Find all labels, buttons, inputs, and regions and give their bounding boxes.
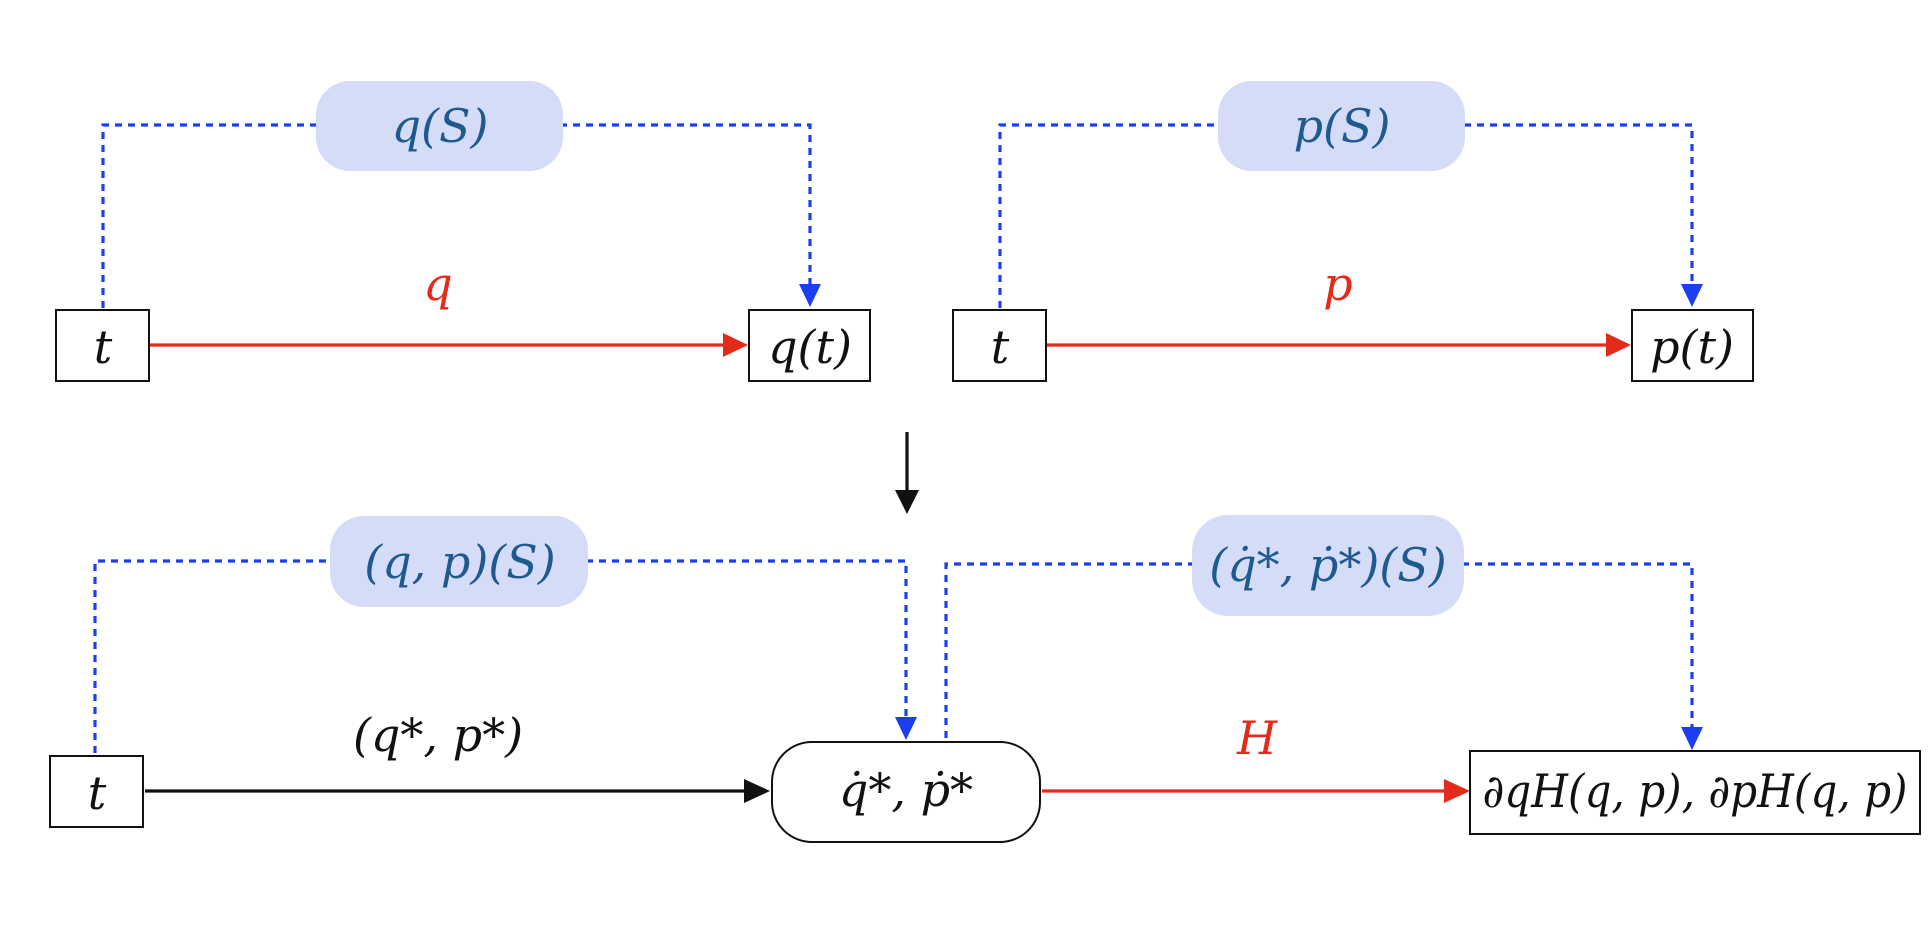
top-left-source-label: t xyxy=(94,320,113,374)
bottom-right-dashed-arrowhead xyxy=(1681,727,1703,750)
top-right-sheaf-pill xyxy=(1218,81,1465,171)
top-left-sheaf-pill xyxy=(316,81,563,171)
top-right-dashed-source-line xyxy=(998,123,1220,308)
top-right-target-box xyxy=(1631,309,1754,382)
top-right-map-arrowhead xyxy=(1606,333,1631,357)
top-left-sheaf-label: q(S) xyxy=(392,99,489,153)
top-left-dashed-source-line xyxy=(101,123,318,308)
top-left-target-box xyxy=(748,309,871,382)
top-left-diagram: q(S) q t q(t) xyxy=(55,81,871,382)
bottom-right-map-label: H xyxy=(1236,711,1278,765)
bottom-source-label: t xyxy=(88,766,107,820)
bottom-right-sheaf-label: (q̇*, ṗ*)(S) xyxy=(1209,538,1446,592)
top-right-diagram: p(S) p t p(t) xyxy=(952,81,1754,382)
bottom-target-box xyxy=(1469,750,1921,835)
bottom-left-sheaf-label: (q, p)(S) xyxy=(364,535,555,589)
top-right-dashed-target-arrow xyxy=(1464,123,1694,284)
bottom-left-dashed-target-arrow xyxy=(586,559,908,717)
bottom-source-box xyxy=(49,755,144,828)
bottom-right-dashed-target-arrow xyxy=(1462,562,1694,727)
transition-arrowhead xyxy=(895,490,919,514)
bottom-right-sheaf-pill xyxy=(1192,515,1464,616)
top-left-dashed-arrowhead xyxy=(799,284,821,307)
bottom-target-label: ∂qH(q, p), ∂pH(q, p) xyxy=(1483,764,1908,818)
top-left-map-label: q xyxy=(423,257,452,311)
top-left-dashed-target-arrow xyxy=(560,123,812,284)
top-right-source-label: t xyxy=(991,320,1010,374)
bottom-left-map-arrowhead xyxy=(744,779,770,803)
bottom-left-dashed-arrowhead xyxy=(895,717,917,740)
top-right-sheaf-label: p(S) xyxy=(1294,99,1391,153)
bottom-right-map-arrowhead xyxy=(1444,779,1470,803)
top-left-map-arrowhead xyxy=(723,333,748,357)
top-right-target-label: p(t) xyxy=(1650,320,1734,374)
bottom-left-dashed-source-line xyxy=(93,559,332,753)
top-left-target-label: q(t) xyxy=(768,320,852,374)
top-right-map-label: p xyxy=(1323,257,1352,311)
top-right-dashed-arrowhead xyxy=(1681,284,1703,307)
bottom-right-dashed-source-line xyxy=(944,562,1194,738)
bottom-diagram: (q, p)(S) (q̇*, ṗ*)(S) (q*, p*) H t q̇*,… xyxy=(49,515,1921,843)
bottom-left-sheaf-pill xyxy=(330,516,588,607)
bottom-middle-label: q̇*, ṗ* xyxy=(839,763,973,817)
top-right-source-box xyxy=(952,309,1047,382)
bottom-middle-node xyxy=(771,741,1041,843)
top-left-source-box xyxy=(55,309,150,382)
transition-arrow xyxy=(895,432,919,514)
bottom-left-map-label: (q*, p*) xyxy=(353,708,523,762)
